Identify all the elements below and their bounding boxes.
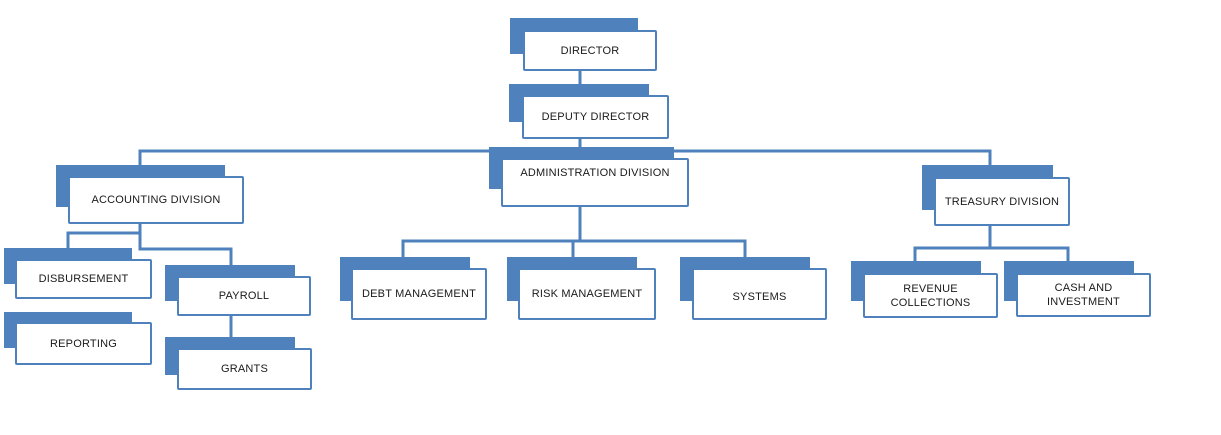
node-label: ADMINISTRATION DIVISION — [501, 158, 689, 207]
node-label: PAYROLL — [177, 276, 311, 316]
node-label: REPORTING — [15, 322, 152, 365]
node-label: REVENUE COLLECTIONS — [863, 273, 998, 318]
node-label: ACCOUNTING DIVISION — [68, 176, 244, 224]
node-label: DEBT MANAGEMENT — [351, 268, 487, 320]
node-label: GRANTS — [177, 348, 312, 390]
node-label: RISK MANAGEMENT — [518, 268, 656, 320]
node-label: TREASURY DIVISION — [934, 177, 1070, 226]
node-label: DISBURSEMENT — [15, 259, 152, 299]
node-label: SYSTEMS — [692, 268, 827, 320]
node-label: CASH AND INVESTMENT — [1016, 273, 1151, 317]
node-label: DEPUTY DIRECTOR — [522, 95, 669, 139]
node-label: DIRECTOR — [523, 30, 657, 71]
